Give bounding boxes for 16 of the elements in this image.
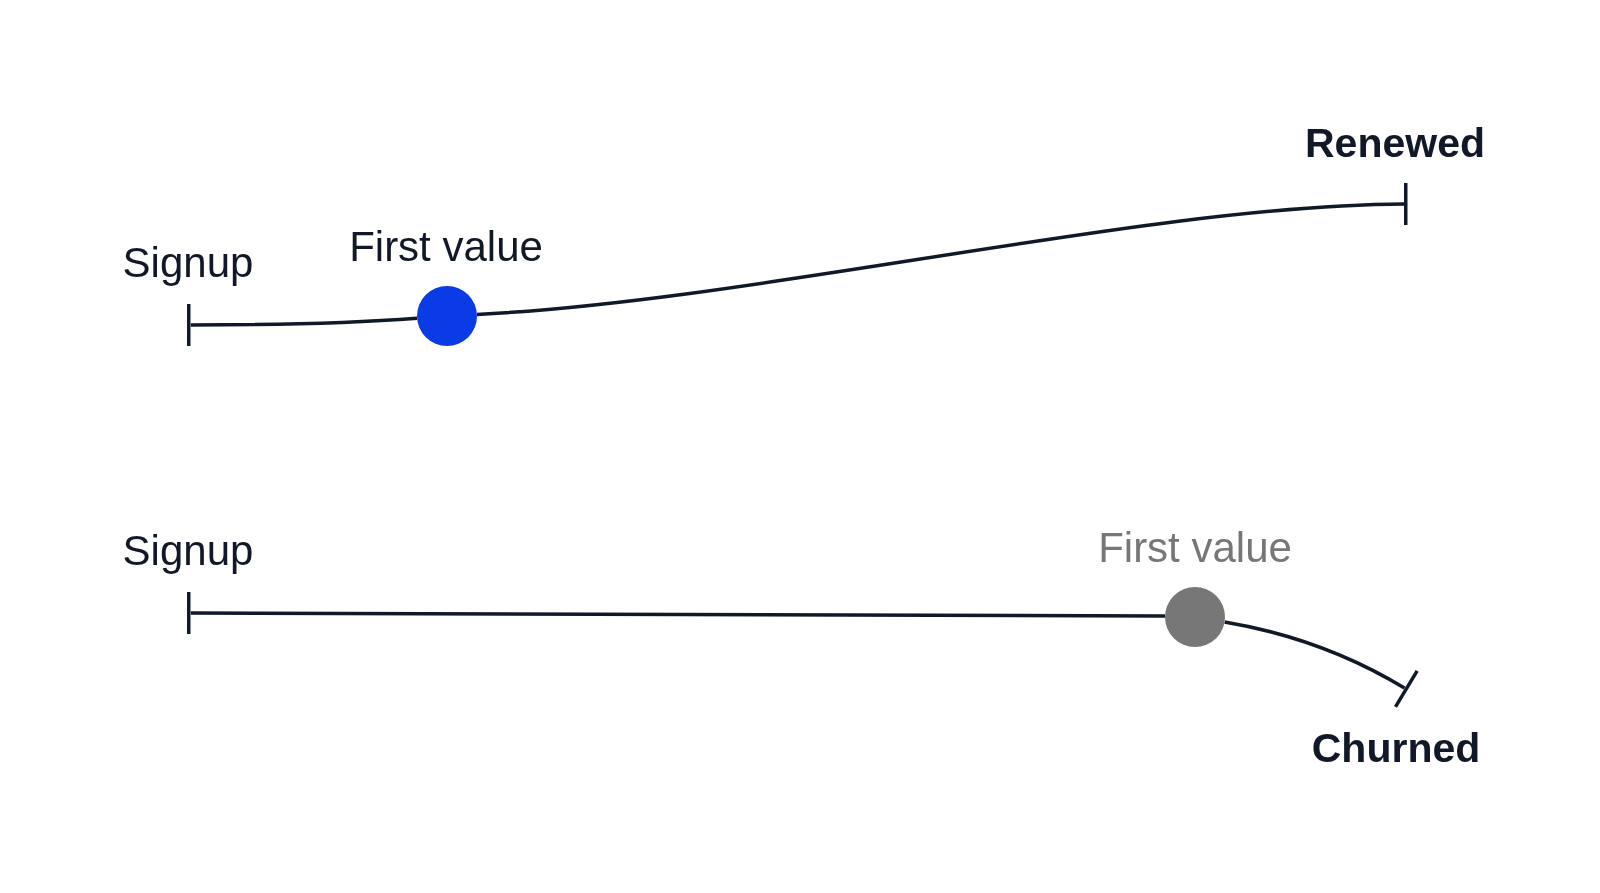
timeline-label: Signup [122,242,254,284]
timeline-label: Churned [1311,728,1481,769]
timeline-label: Renewed [1305,123,1485,164]
timeline-line [190,611,1166,618]
timeline-label: Signup [122,530,254,572]
timeline-line [190,316,418,327]
timeline-label: First value [349,226,543,268]
tick-mark [187,592,191,634]
tick-mark [1404,183,1408,225]
timeline-dot [417,286,477,346]
timeline-label: First value [1098,527,1292,569]
tick-mark [1393,670,1419,708]
timeline-line [1224,620,1406,690]
tick-mark [187,304,191,346]
timeline-dot [1165,587,1225,647]
timeline-line [476,202,1405,317]
